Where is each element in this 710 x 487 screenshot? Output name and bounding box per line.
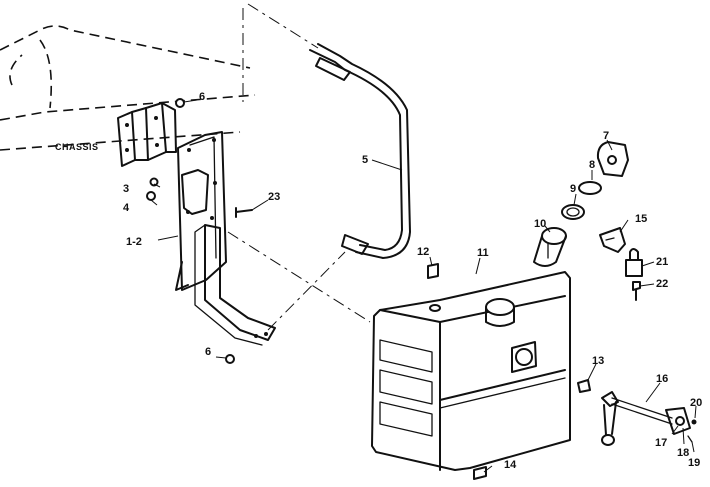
callout-16: 16	[656, 373, 668, 385]
callout-21: 21	[656, 256, 668, 268]
callout-17: 17	[655, 437, 667, 449]
callout-10: 10	[534, 218, 546, 230]
callout-8: 8	[589, 159, 595, 171]
padlock-21	[625, 248, 643, 277]
chassis-label: CHASSIS	[55, 142, 99, 152]
callout-13: 13	[592, 355, 604, 367]
callout-14: 14	[504, 459, 517, 471]
callout-6-top: 6	[199, 91, 205, 103]
tank-bracket-plate	[175, 131, 276, 346]
callout-5: 5	[362, 154, 368, 166]
callout-4: 4	[123, 202, 130, 214]
frame-bracket	[117, 102, 177, 167]
bolt-23	[235, 207, 253, 218]
callout-11: 11	[477, 247, 489, 259]
key-22	[632, 281, 641, 301]
callout-23: 23	[268, 191, 280, 203]
callout-12: 12	[417, 246, 429, 258]
callout-19: 19	[688, 457, 700, 469]
callout-22: 22	[656, 278, 668, 290]
callout-15: 15	[635, 213, 647, 225]
strap-5	[309, 43, 411, 259]
callout-18: 18	[677, 447, 689, 459]
callout-3: 3	[123, 183, 129, 195]
phantom-plane	[242, 3, 319, 102]
plug-13	[577, 379, 591, 393]
callout-9: 9	[570, 183, 576, 195]
strainer-8	[578, 181, 602, 195]
callout-7: 7	[603, 130, 609, 142]
sending-unit	[601, 391, 697, 446]
callout-1-2: 1-2	[126, 236, 142, 248]
hasp-15	[599, 227, 626, 253]
callout-6-bottom: 6	[205, 346, 211, 358]
drain-plug-12	[427, 263, 439, 279]
fuel-tank-11	[371, 271, 571, 480]
callout-labels: 1-2 3 4 5 6 6 7 8 9 10 11 12 13 14 15 16…	[123, 91, 702, 471]
gasket-9	[561, 204, 585, 220]
callout-20: 20	[690, 397, 702, 409]
filler-neck-10	[533, 227, 567, 267]
filler-cap-7	[596, 141, 629, 177]
leader-lines	[150, 99, 697, 473]
